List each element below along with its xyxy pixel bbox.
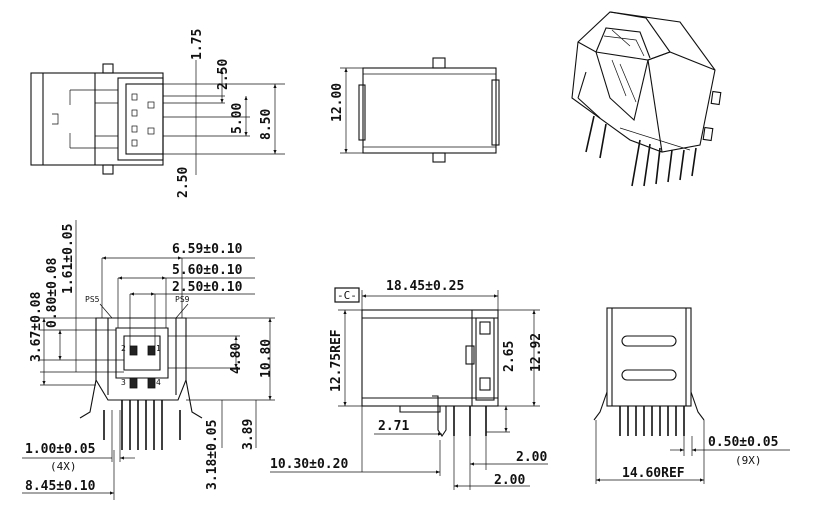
dim-2-00-upper: 2.00 <box>516 450 547 465</box>
dim-4x: (4X) <box>50 460 77 473</box>
dim-6-59: 6.59±0.10 <box>172 242 243 257</box>
dim-12-75ref: 12.75REF <box>329 329 344 392</box>
dim-10-80: 10.80 <box>259 339 274 378</box>
pin-label-1: 1 <box>156 344 161 353</box>
dim-18-45: 18.45±0.25 <box>386 279 464 294</box>
dim-12-00: 12.00 <box>330 83 345 122</box>
dim-1-61: 1.61±0.05 <box>61 224 76 294</box>
dim-8-50: 8.50 <box>259 109 274 140</box>
front-view: PS5 PS9 2 1 3 4 6.59±0.10 5.60±0.10 2.50… <box>22 220 275 500</box>
label-ps5: PS5 <box>85 295 100 304</box>
dim-0-80: 0.80±0.08 <box>45 257 60 328</box>
dim-8-45: 8.45±0.10 <box>25 479 96 494</box>
dim-5-60: 5.60±0.10 <box>172 263 243 278</box>
pin-label-4: 4 <box>156 378 161 387</box>
end-view: 14.60REF 0.50±0.05 (9X) <box>593 307 790 484</box>
side-view: 12.00 <box>330 57 500 163</box>
dim-1-00: 1.00±0.05 <box>25 442 95 457</box>
dim-2-00-lower: 2.00 <box>494 473 525 488</box>
dim-2-50-top: 2.50 <box>216 59 231 90</box>
dim-2-50: 2.50±0.10 <box>172 280 243 295</box>
dim-2-71: 2.71 <box>378 419 409 434</box>
pin-label-3: 3 <box>121 378 126 387</box>
dim-12-92: 12.92 <box>529 333 544 372</box>
dim-2-65: 2.65 <box>502 341 517 372</box>
dim-3-18: 3.18±0.05 <box>205 420 220 490</box>
dim-3-67: 3.67±0.08 <box>29 291 44 362</box>
dim-9x: (9X) <box>735 454 762 467</box>
dim-10-30: 10.30±0.20 <box>270 457 348 472</box>
dim-3-89: 3.89 <box>241 419 256 450</box>
pin-label-2: 2 <box>121 344 126 353</box>
dim-5-00: 5.00 <box>230 103 245 134</box>
datum-c: -C- <box>337 289 357 302</box>
dim-14-60ref: 14.60REF <box>622 466 685 481</box>
profile-view: -C- 18.45±0.25 12.75REF 2.65 12.92 2.71 … <box>270 279 548 490</box>
dim-0-50: 0.50±0.05 <box>708 435 778 450</box>
dim-2-50-bottom: 2.50 <box>176 167 191 198</box>
top-view: 1.75 2.50 5.00 8.50 2.50 <box>30 29 285 198</box>
dim-1-75: 1.75 <box>190 29 205 60</box>
dim-4-80: 4.80 <box>229 343 244 374</box>
isometric-view <box>571 11 722 187</box>
